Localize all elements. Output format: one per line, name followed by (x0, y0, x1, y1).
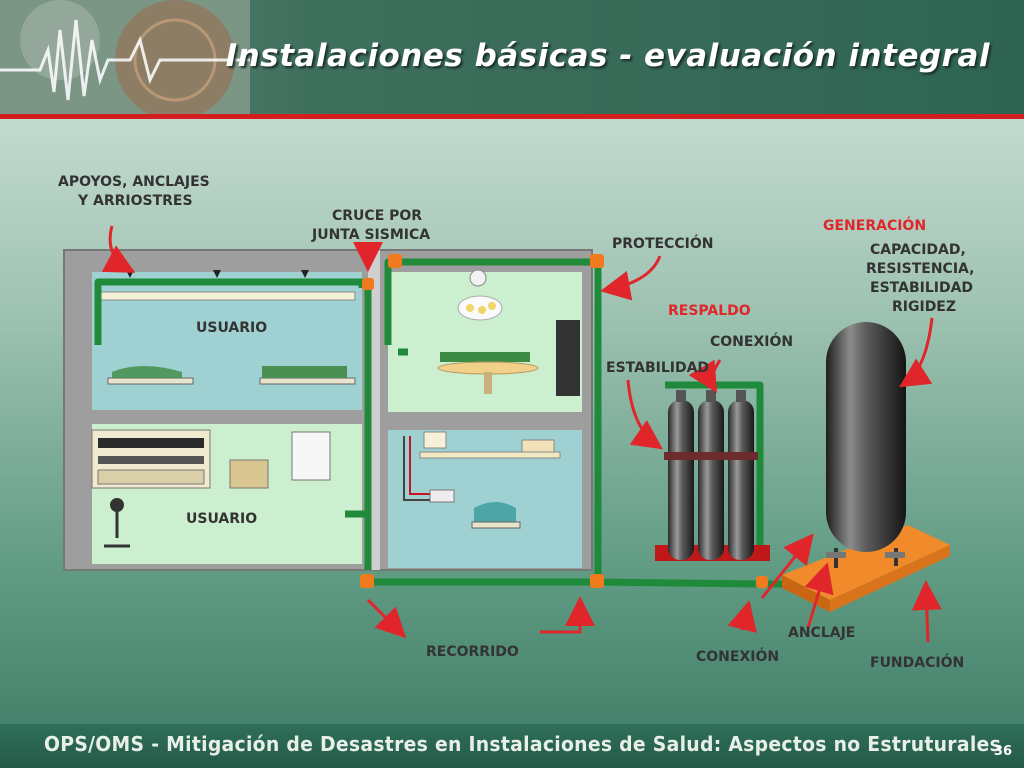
label-generacion: GENERACIÓN (823, 216, 926, 234)
label-apoyos-2: Y ARRIOSTRES (77, 193, 193, 209)
storage-tank (782, 322, 950, 612)
label-anclaje: ANCLAJE (788, 625, 855, 641)
label-estabilidad: ESTABILIDAD (606, 360, 709, 376)
label-rigidez: RIGIDEZ (892, 299, 956, 315)
callout-arrows (101, 225, 942, 643)
label-usuario-2: USUARIO (186, 511, 257, 527)
label-respaldo: RESPALDO (668, 303, 751, 319)
footer-text: OPS/OMS - Mitigación de Desastres en Ins… (44, 732, 1002, 756)
ecg-logo-graphic (0, 0, 250, 116)
page-title: Instalaciones básicas - evaluación integ… (225, 38, 990, 74)
label-fundacion: FUNDACIÓN (870, 653, 964, 671)
page-number: 36 (993, 744, 1012, 759)
footer-band (0, 724, 1024, 768)
label-proteccion: PROTECCIÓN (612, 234, 713, 252)
label-apoyos-1: APOYOS, ANCLAJES (58, 174, 210, 190)
label-usuario-1: USUARIO (196, 320, 267, 336)
label-cruce-1: CRUCE POR (332, 208, 422, 224)
label-cruce-2: JUNTA SISMICA (311, 227, 430, 243)
label-capacidad: CAPACIDAD, (870, 242, 966, 258)
room-details (91, 269, 580, 548)
label-conexion-bottom: CONEXIÓN (696, 647, 779, 665)
backup-cylinders (655, 390, 770, 561)
label-recorrido: RECORRIDO (426, 644, 519, 660)
header-band: Instalaciones básicas - evaluación integ… (0, 0, 1024, 116)
installations-diagram: APOYOS, ANCLAJES Y ARRIOSTRES CRUCE POR … (58, 174, 974, 671)
header-divider (0, 114, 1024, 119)
seismic-joints (360, 254, 768, 588)
label-resistencia: RESISTENCIA, (866, 261, 974, 277)
label-conexion-top: CONEXIÓN (710, 332, 793, 350)
label-estabilidad-gen: ESTABILIDAD (870, 280, 973, 296)
